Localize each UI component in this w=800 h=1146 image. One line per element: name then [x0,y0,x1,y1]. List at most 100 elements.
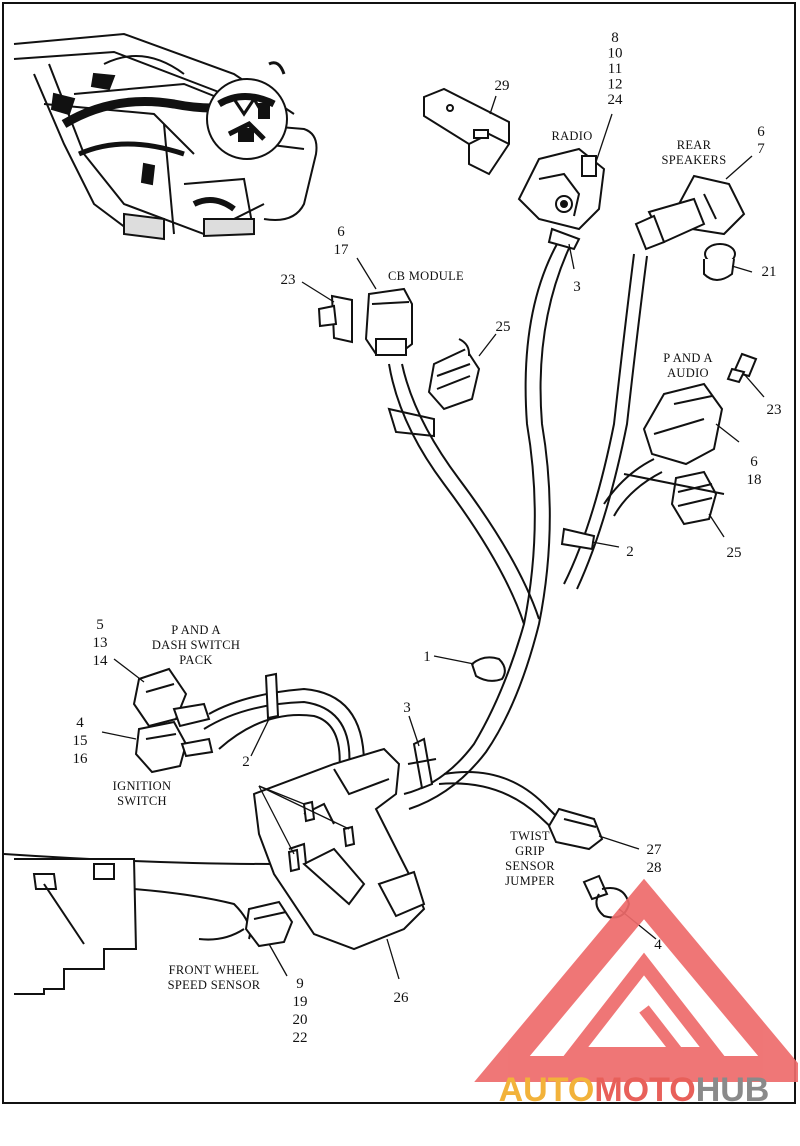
callout-line: 18 [747,472,762,488]
watermark-logo [474,878,800,1082]
cb-module-connector [364,287,413,356]
label-radio: RADIO [551,129,592,143]
callout-line: 2 [242,754,250,770]
twist-grip-sensor-connector [547,807,604,851]
callout-line: 2 [626,544,634,560]
callout-line: 5 [96,617,104,633]
callout-line: 24 [608,92,624,108]
grommet-25-lower [623,470,725,526]
callout-line: 10 [608,46,623,62]
strap-1 [470,656,506,682]
callout-line: 17 [334,242,350,258]
label-line: P AND A [663,351,713,365]
callout-line: 1 [423,649,431,665]
label-line: RADIO [551,129,592,143]
callout-line: 23 [281,272,296,288]
callout-line: 3 [573,279,581,295]
front-wheel-speed-sensor-connector [244,900,294,948]
callout-line: 25 [496,319,511,335]
callout-c25b: 25 [727,545,742,561]
callout-line: 12 [608,77,623,93]
watermark-text: AUTOMOTOHUB [499,1071,770,1106]
callout-line: 6 [337,224,345,240]
callout-line: 6 [757,124,765,140]
p-and-a-audio-connector [642,352,758,466]
callout-line: 7 [757,141,765,157]
label-line: DASH SWITCH [152,638,240,652]
grommet-25-upper [427,338,481,411]
watermark-part-hub: HUB [696,1071,770,1106]
callout-line: 20 [293,1012,308,1028]
label-cb-module: CB MODULE [388,269,464,283]
ignition-switch-connector [134,720,214,774]
label-line: SPEAKERS [662,153,727,167]
label-line: REAR [677,138,712,152]
callout-line: 29 [495,78,510,94]
cable-tie-cb [387,407,435,438]
label-line: AUDIO [667,366,709,380]
wiring-harness-diagram: 2981011122467617232532123618225151314415… [3,30,800,1109]
callout-c2a: 2 [626,544,634,560]
label-line: SPEED SENSOR [168,978,261,992]
callout-line: 25 [727,545,742,561]
callout-ign-nums: 4 15 16 [73,715,89,767]
label-line: SENSOR [505,859,555,873]
label-line: TWIST [510,829,550,843]
callout-line: 26 [394,990,410,1006]
callout-line: 13 [93,635,108,651]
callout-line: 9 [296,976,304,992]
callout-c21: 21 [762,264,777,280]
plug-21 [703,243,736,281]
cable-ties-left [264,672,356,873]
callout-line: 23 [767,402,782,418]
callout-c26: 26 [394,990,410,1006]
callout-line: 4 [76,715,84,731]
watermark-part-auto: AUTO [499,1071,595,1106]
label-line: PACK [179,653,212,667]
motorcycle-frame-inset [13,32,318,241]
callout-c1: 1 [423,649,431,665]
label-line: GRIP [515,844,545,858]
leader-lines [101,95,765,980]
callout-line: 21 [762,264,777,280]
rear-speakers-connector [634,174,746,251]
callout-line: 4 [654,937,662,953]
radio-connector [517,147,606,251]
callout-line: 15 [73,733,88,749]
callout-c23b: 23 [767,402,782,418]
watermark-part-moto: MOTO [594,1071,695,1106]
cable-tie-3-lower [407,737,437,790]
p-and-a-dash-switch-connector [132,667,211,728]
callout-line: 19 [293,994,308,1010]
label-line: CB MODULE [388,269,464,283]
callout-line: 11 [608,61,622,77]
cable-tie-2-right [560,527,596,551]
callout-line: 28 [647,860,662,876]
callout-c3a: 3 [573,279,581,295]
callout-line: 16 [73,751,89,767]
bracket-29 [423,87,510,176]
clip-23-left [317,294,353,344]
handlebar-control-housing [14,858,138,995]
callout-c23a: 23 [281,272,296,288]
label-line: FRONT WHEEL [169,963,260,977]
harness-wires [3,243,663,941]
switch-housing-26 [252,747,426,951]
callout-line: 27 [647,842,663,858]
callout-c29: 29 [495,78,510,94]
callout-c3b: 3 [403,700,411,716]
